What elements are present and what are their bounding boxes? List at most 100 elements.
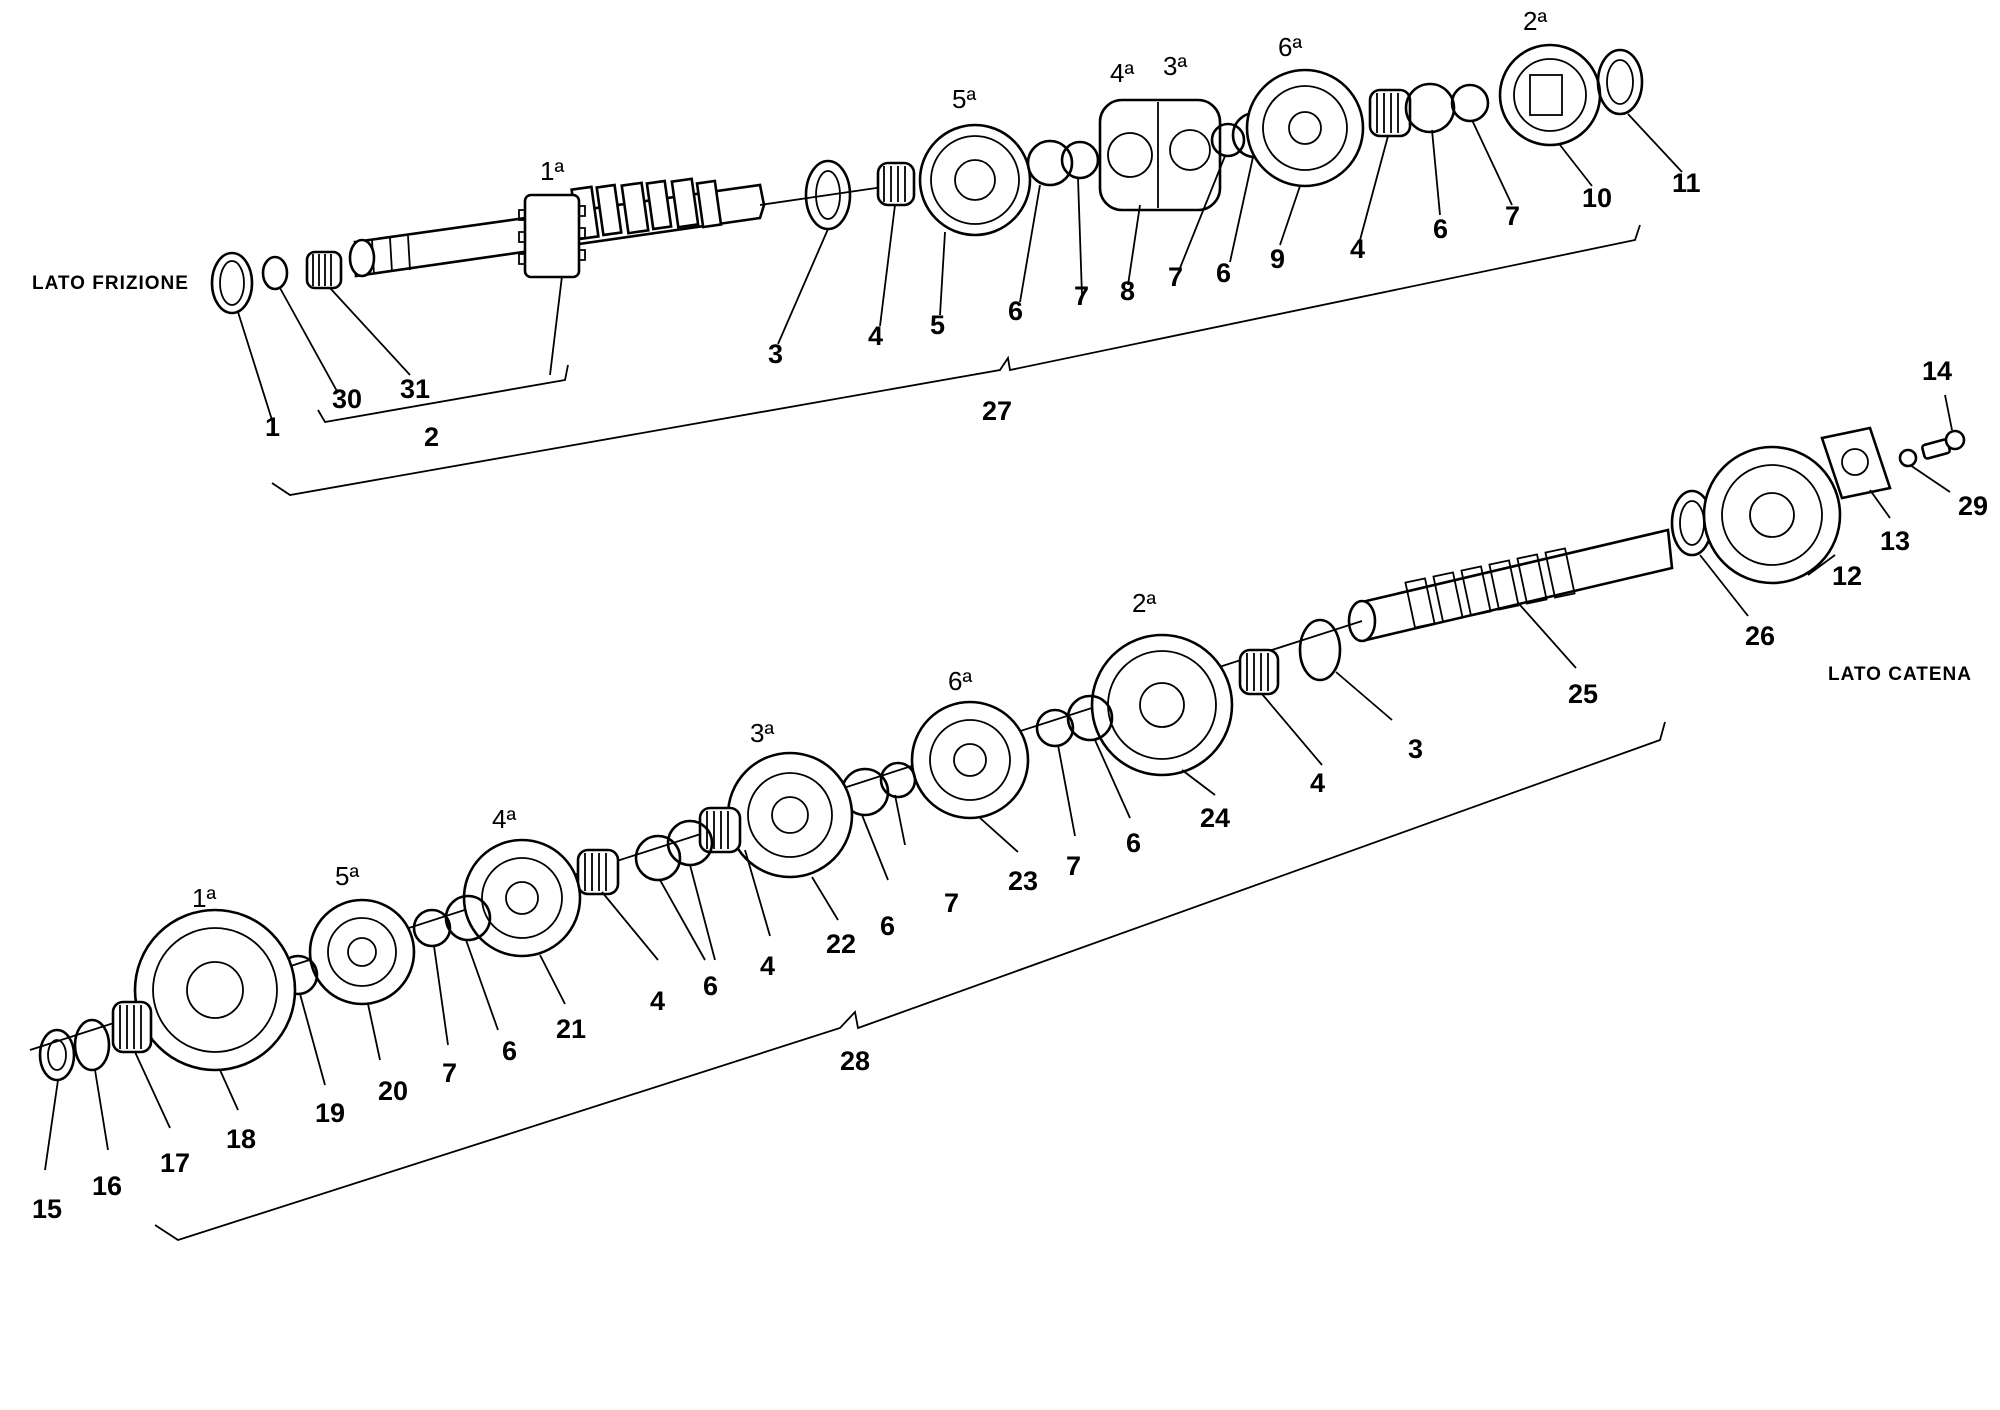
callout-number: 9: [1270, 244, 1285, 274]
part-20-gear-5: [308, 898, 416, 1006]
part-6-washer-d: [1066, 694, 1114, 742]
callout-number: 26: [1745, 621, 1775, 651]
callout-number: 3: [1408, 734, 1423, 764]
part-12-sprocket: [1702, 445, 1842, 585]
secondary-shaft-assembly: [29, 394, 1966, 1241]
callout-number: 5: [930, 310, 945, 340]
primary-shaft: [348, 177, 891, 278]
callout-number: 4: [1310, 768, 1325, 798]
callout-number: 24: [1200, 803, 1230, 833]
part-23-gear-6: [910, 700, 1030, 820]
callout-number: 29: [1958, 491, 1988, 521]
part-8-gear-cluster: [1098, 98, 1222, 212]
callout-number: 6: [1126, 828, 1141, 858]
clutch-side-label: LATO FRIZIONE: [32, 273, 189, 294]
callout-number: 2: [424, 422, 439, 452]
part-3-washer-b: [1298, 618, 1342, 682]
part-4-needle-cage-d: [1238, 648, 1280, 696]
part-4-needle-cage-b: [1368, 88, 1412, 138]
callout-number: 23: [1008, 866, 1038, 896]
callout-number: 4: [1350, 234, 1365, 264]
callout-number: 3: [768, 339, 783, 369]
callout-number: 7: [1505, 201, 1520, 231]
part-31-needle-bearing: [305, 250, 343, 290]
callout-number: 4: [868, 321, 883, 351]
part-7-circlip-f: [412, 908, 452, 948]
part-15-washer: [38, 1028, 76, 1082]
callout-number: 10: [1582, 183, 1612, 213]
callout-number: 31: [400, 374, 430, 404]
part-30-bushing: [261, 255, 289, 291]
bracket-27: [271, 224, 1641, 496]
part-29-washer: [1898, 448, 1918, 468]
part-7-circlip-d: [1035, 708, 1075, 748]
chain-side-label: LATO CATENA: [1828, 664, 1972, 685]
callout-number: 25: [1568, 679, 1598, 709]
part-7-circlip-b: [1210, 122, 1246, 158]
callout-number: 7: [944, 888, 959, 918]
part-7-circlip: [1060, 140, 1100, 180]
callout-number: 27: [982, 396, 1012, 426]
callout-number: 7: [1168, 262, 1183, 292]
gear-label: 5ª: [952, 84, 976, 114]
callout-number: 28: [840, 1046, 870, 1076]
part-18-gear-1: [133, 908, 297, 1072]
callout-number: 6: [502, 1036, 517, 1066]
callout-number: 18: [226, 1124, 256, 1154]
callout-number: 6: [880, 911, 895, 941]
part-6-splined-washer: [1026, 139, 1074, 187]
callout-number: 6: [1008, 296, 1023, 326]
primary-gear-5: [918, 123, 1032, 237]
callout-number: 16: [92, 1171, 122, 1201]
top-leader-lines: [237, 113, 1683, 421]
part-9-gear-6: [1245, 68, 1365, 188]
part-14-screw: [1921, 429, 1966, 460]
part-24-gear-2: [1090, 633, 1234, 777]
callout-number: 15: [32, 1194, 62, 1224]
gear-label: 3ª: [1163, 51, 1187, 81]
part-7-circlip-e: [879, 761, 917, 799]
gear-label: 3ª: [750, 718, 774, 748]
part-6-washer-c: [1404, 82, 1456, 134]
callout-number: 13: [1880, 526, 1910, 556]
callout-number: 30: [332, 384, 362, 414]
callout-number: 7: [1066, 851, 1081, 881]
gear-label: 5ª: [335, 861, 359, 891]
gear-label: 4ª: [1110, 58, 1134, 88]
callout-number: 6: [1433, 214, 1448, 244]
part-17-needle-bearing: [111, 1000, 153, 1054]
callout-number: 11: [1672, 168, 1701, 198]
callout-number: 1: [265, 412, 280, 442]
part-10-gear-2: [1498, 43, 1602, 147]
part-6-washer-g: [634, 834, 682, 882]
callout-number: 12: [1832, 561, 1862, 591]
gear-label: 2ª: [1132, 588, 1156, 618]
bottom-leader-lines: [44, 394, 1953, 1171]
callout-number: 8: [1120, 276, 1135, 306]
part-7-circlip-c: [1450, 83, 1490, 123]
callout-number: 17: [160, 1148, 190, 1178]
gear-label: 1ª: [192, 883, 216, 913]
part-4-needle-cage-e: [698, 806, 742, 854]
callout-number: 4: [650, 986, 665, 1016]
callout-number: 6: [703, 971, 718, 1001]
bracket-28: [154, 721, 1666, 1241]
gear-label: 1ª: [540, 156, 564, 186]
primary-shaft-assembly: [210, 43, 1683, 496]
part-13-retaining-plate: [1820, 426, 1892, 500]
callout-number: 21: [556, 1014, 586, 1044]
callout-number: 19: [315, 1098, 345, 1128]
callout-number: 22: [826, 929, 856, 959]
gear-label: 4ª: [492, 804, 516, 834]
primary-gear-1: [518, 193, 586, 279]
callout-number: 6: [1216, 258, 1231, 288]
bracket-2: [317, 364, 569, 423]
gear-label: 6ª: [948, 666, 972, 696]
gear-label: 2ª: [1523, 6, 1547, 36]
gear-label: 6ª: [1278, 32, 1302, 62]
callout-number: 20: [378, 1076, 408, 1106]
part-4-needle-cage-f: [576, 848, 620, 896]
callout-number: 7: [442, 1058, 457, 1088]
part-4-needle-cage: [876, 161, 916, 207]
